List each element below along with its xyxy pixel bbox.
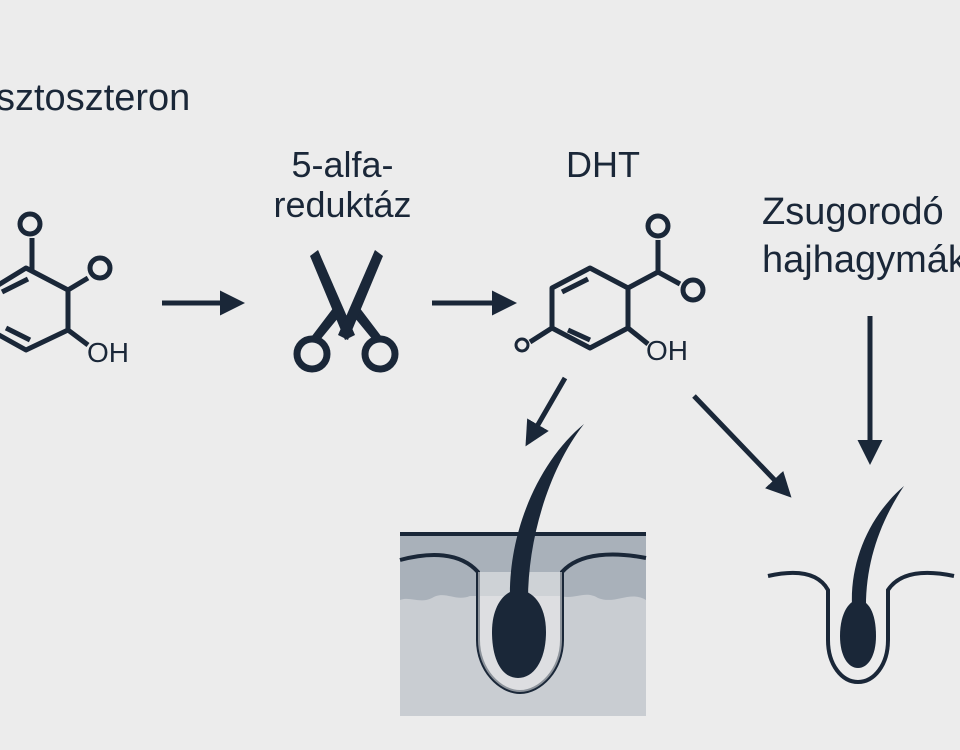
dht-double-bond-2 (566, 327, 592, 343)
testosterone-bond-side (66, 275, 90, 293)
dht-bond-side (656, 269, 682, 287)
hair-follicle-icon (399, 424, 647, 716)
shrinking-follicles-line2: hajhagymák (762, 238, 960, 281)
shrunken-follicle-outline (767, 570, 955, 685)
dht-molecule (514, 213, 706, 353)
follicle-bulb (492, 590, 546, 678)
enzyme-label-line1: 5-alfa- (291, 144, 394, 185)
dht-bond-carbonyl (626, 269, 660, 291)
shrunken-follicle-icon (767, 486, 955, 685)
testosterone-double-bond-2 (4, 325, 32, 343)
arrow-dht-to-healthy-follicle (525, 376, 568, 447)
scissors-blade-right (350, 250, 381, 340)
dht-oxygen-side (680, 277, 706, 303)
testosterone-oxygen-side (87, 255, 113, 281)
dht-oxygen-top (645, 213, 671, 239)
testosterone-ring (0, 265, 71, 353)
shrunken-hair-shaft (851, 486, 904, 606)
scissors-icon (293, 250, 399, 373)
testosterone-bond-oh (66, 328, 90, 347)
testosterone-double-bond-1 (0, 276, 30, 295)
testosterone-molecule (0, 211, 113, 353)
dht-double-bond-1 (560, 276, 590, 295)
scissors-handle-left (293, 335, 331, 373)
shrinking-follicles-line1: Zsugorodó (762, 191, 944, 233)
dht-oh-label: OH (646, 335, 688, 366)
arrow-dht-to-shrunken-follicle (692, 394, 792, 498)
testosterone-oxygen-top (17, 211, 43, 237)
testosterone-label: sztoszteron (0, 77, 191, 119)
dht-ring (549, 265, 631, 351)
enzyme-label: 5-alfa- reduktáz (250, 145, 435, 224)
shrunken-follicle-bulb (840, 600, 876, 668)
enzyme-label-line2: reduktáz (273, 183, 412, 225)
testosterone-oh-label: OH (87, 337, 129, 368)
hair-shaft (509, 424, 584, 600)
dht-label: DHT (566, 144, 640, 185)
dht-bond-oh (626, 326, 650, 346)
scissors-handle-right (361, 335, 399, 373)
dht-small-atom (514, 337, 530, 353)
scissors-blade-left (312, 250, 343, 340)
shrinking-follicles-label: Zsugorodó hajhagymák (762, 191, 960, 288)
dht-bond-left (528, 325, 554, 345)
